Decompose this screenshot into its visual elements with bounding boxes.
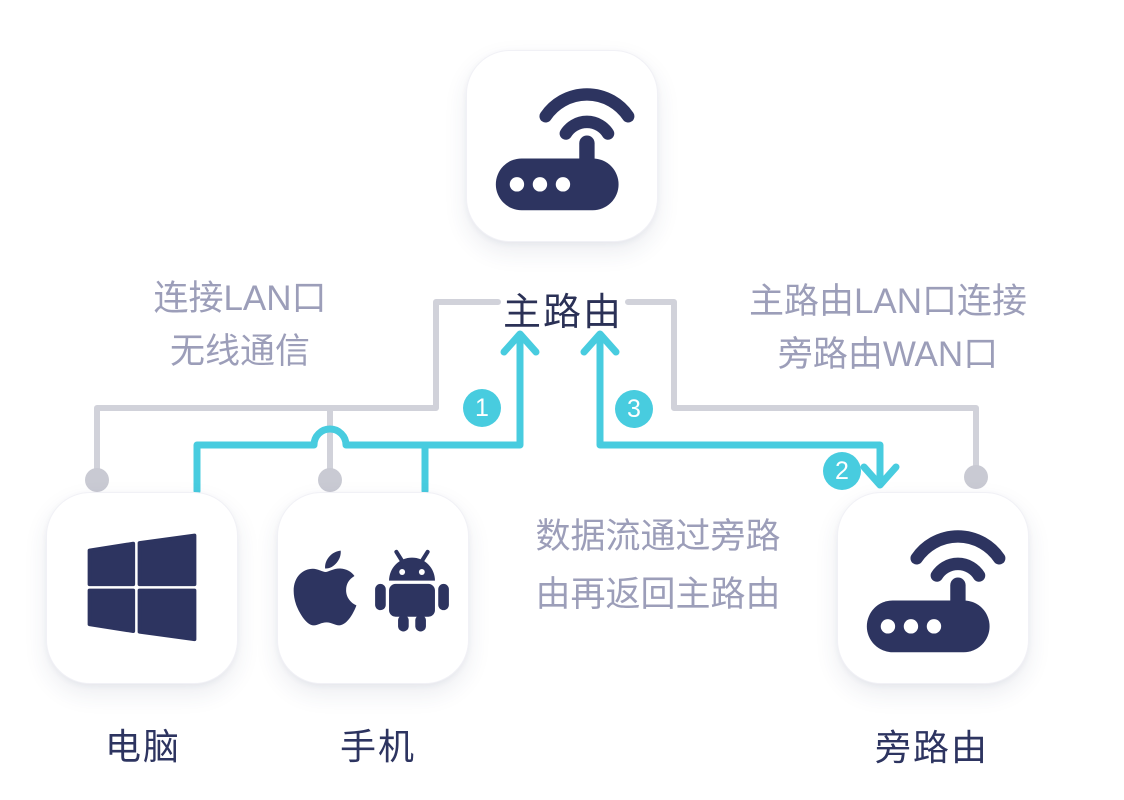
- arrowhead-down-step2-icon: [860, 463, 900, 489]
- annotation-lan-to-wan-line2: 旁路由WAN口: [777, 335, 999, 374]
- annotation-lan-wireless-line2: 无线通信: [169, 332, 310, 371]
- side-router-label: 旁路由: [874, 727, 990, 768]
- apple-icon: [293, 550, 357, 626]
- computer-label: 电脑: [104, 726, 182, 767]
- annotation-lan-to-wan: 主路由LAN口连接 旁路由WAN口: [749, 275, 1027, 381]
- step-badge-2: 2: [823, 452, 861, 490]
- wire-endpoint-dot-phone: [318, 468, 342, 492]
- wifi-router-icon: [495, 88, 635, 211]
- wifi-router-icon: [866, 530, 1006, 653]
- arrowhead-up-step1-icon: [500, 330, 540, 356]
- arrowhead-up-step3-icon: [580, 330, 620, 356]
- phone-card: [277, 492, 469, 684]
- phone-label: 手机: [339, 726, 417, 767]
- dataflow-devices-to-main: [193, 333, 524, 495]
- step-badge-3: 3: [615, 390, 653, 428]
- dataflow-side-router-loop: [596, 333, 884, 485]
- wire-endpoint-dot-computer: [85, 468, 109, 492]
- annotation-dataflow: 数据流通过旁路 由再返回主路由: [535, 508, 780, 624]
- step-badge-1: 1: [463, 389, 501, 427]
- lan-wire-right: [625, 299, 979, 477]
- computer-card: [46, 492, 238, 684]
- annotation-dataflow-line2: 由再返回主路由: [535, 575, 781, 614]
- lan-wire-left: [94, 299, 501, 479]
- wire-endpoint-dot-side-router: [964, 465, 988, 489]
- annotation-lan-wireless: 连接LAN口 无线通信: [153, 272, 326, 378]
- windows-icon: [87, 533, 197, 642]
- main-router-label: 主路由: [502, 292, 624, 334]
- annotation-dataflow-line1: 数据流通过旁路: [535, 517, 781, 556]
- annotation-lan-to-wan-line1: 主路由LAN口连接: [748, 282, 1028, 321]
- android-icon: [375, 549, 449, 632]
- main-router-card: [466, 50, 658, 242]
- annotation-lan-wireless-line1: 连接LAN口: [153, 279, 327, 318]
- side-router-card: [837, 492, 1029, 684]
